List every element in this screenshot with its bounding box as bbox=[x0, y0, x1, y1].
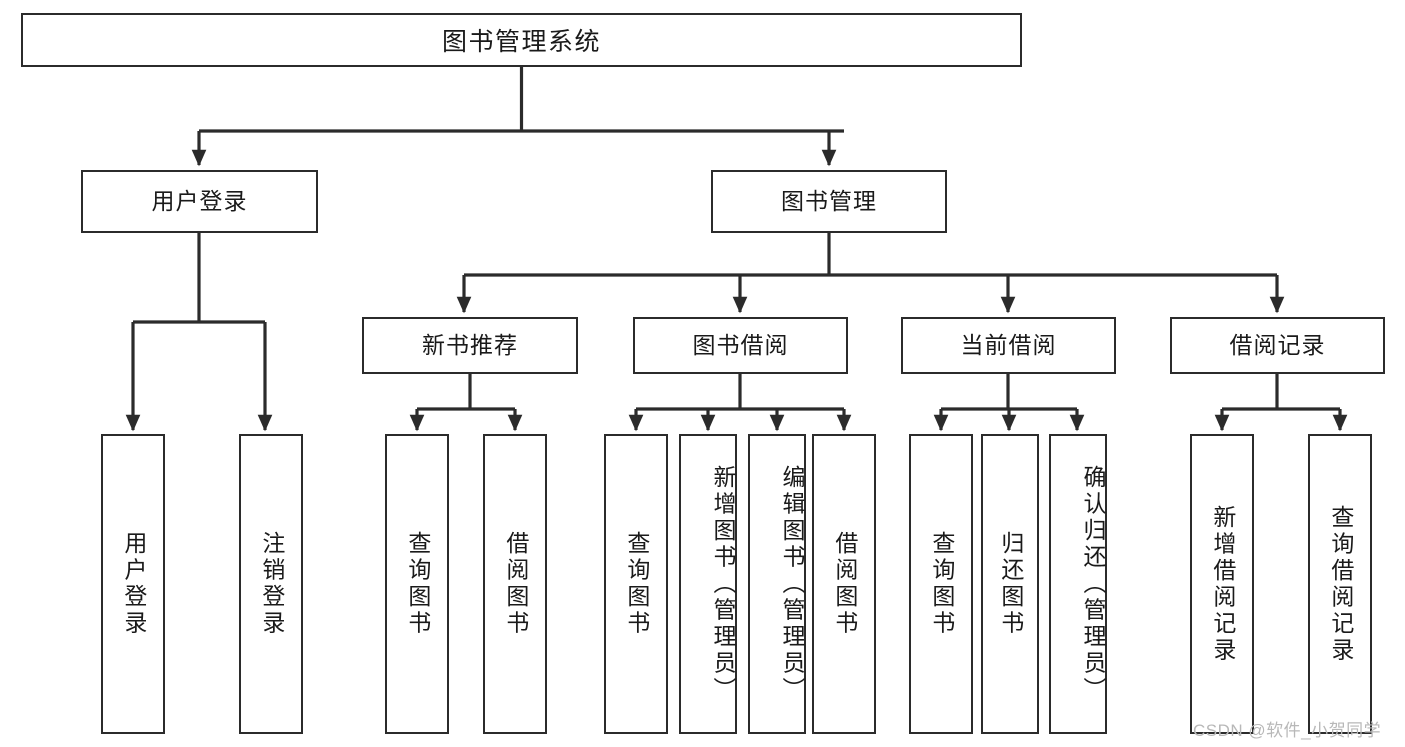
node-label: 借阅记录 bbox=[1229, 331, 1326, 358]
leaf-borrow-book-recommend[interactable]: 借阅图书 bbox=[483, 434, 547, 734]
node-label: 归还图书 bbox=[997, 531, 1024, 637]
node-book-management[interactable]: 图书管理 bbox=[711, 170, 947, 233]
leaf-query-borrow-record[interactable]: 查询借阅记录 bbox=[1308, 434, 1372, 734]
node-book-borrow[interactable]: 图书借阅 bbox=[633, 317, 848, 374]
node-current-borrow[interactable]: 当前借阅 bbox=[901, 317, 1116, 374]
leaf-borrow-book[interactable]: 借阅图书 bbox=[812, 434, 876, 734]
node-label: 查询图书 bbox=[928, 531, 955, 637]
node-label: 用户登录 bbox=[151, 187, 248, 214]
node-label: 新增图书（管理员） bbox=[710, 464, 736, 704]
node-borrow-record[interactable]: 借阅记录 bbox=[1170, 317, 1385, 374]
node-new-book-recommend[interactable]: 新书推荐 bbox=[362, 317, 578, 374]
leaf-query-book-current[interactable]: 查询图书 bbox=[909, 434, 973, 734]
node-book-management-system[interactable]: 图书管理系统 bbox=[21, 13, 1022, 67]
leaf-confirm-return-admin[interactable]: 确认归还（管理员） bbox=[1049, 434, 1107, 734]
node-label: 新书推荐 bbox=[422, 331, 518, 358]
leaf-logout[interactable]: 注销登录 bbox=[239, 434, 303, 734]
leaf-query-book-borrow[interactable]: 查询图书 bbox=[604, 434, 668, 734]
leaf-query-book-recommend[interactable]: 查询图书 bbox=[385, 434, 449, 734]
node-label: 注销登录 bbox=[258, 531, 285, 637]
node-label: 编辑图书（管理员） bbox=[779, 464, 805, 704]
node-label: 借阅图书 bbox=[502, 531, 529, 637]
node-label: 查询借阅记录 bbox=[1327, 504, 1354, 664]
node-label: 图书管理系统 bbox=[441, 28, 601, 56]
node-label: 图书管理 bbox=[781, 187, 877, 214]
leaf-add-borrow-record[interactable]: 新增借阅记录 bbox=[1190, 434, 1254, 734]
node-label: 确认归还（管理员） bbox=[1080, 464, 1106, 704]
node-label: 用户登录 bbox=[120, 531, 147, 637]
node-label: 借阅图书 bbox=[831, 531, 858, 637]
node-user-login[interactable]: 用户登录 bbox=[81, 170, 318, 233]
node-label: 新增借阅记录 bbox=[1209, 504, 1236, 664]
node-label: 查询图书 bbox=[623, 531, 650, 637]
node-label: 图书借阅 bbox=[692, 331, 789, 358]
node-label: 当前借阅 bbox=[960, 331, 1057, 358]
leaf-edit-book-admin[interactable]: 编辑图书（管理员） bbox=[748, 434, 806, 734]
node-label: 查询图书 bbox=[404, 531, 431, 637]
leaf-user-login[interactable]: 用户登录 bbox=[101, 434, 165, 734]
leaf-add-book-admin[interactable]: 新增图书（管理员） bbox=[679, 434, 737, 734]
csdn-watermark: CSDN @软件_小贺同学 bbox=[1193, 721, 1382, 740]
leaf-return-book[interactable]: 归还图书 bbox=[981, 434, 1039, 734]
